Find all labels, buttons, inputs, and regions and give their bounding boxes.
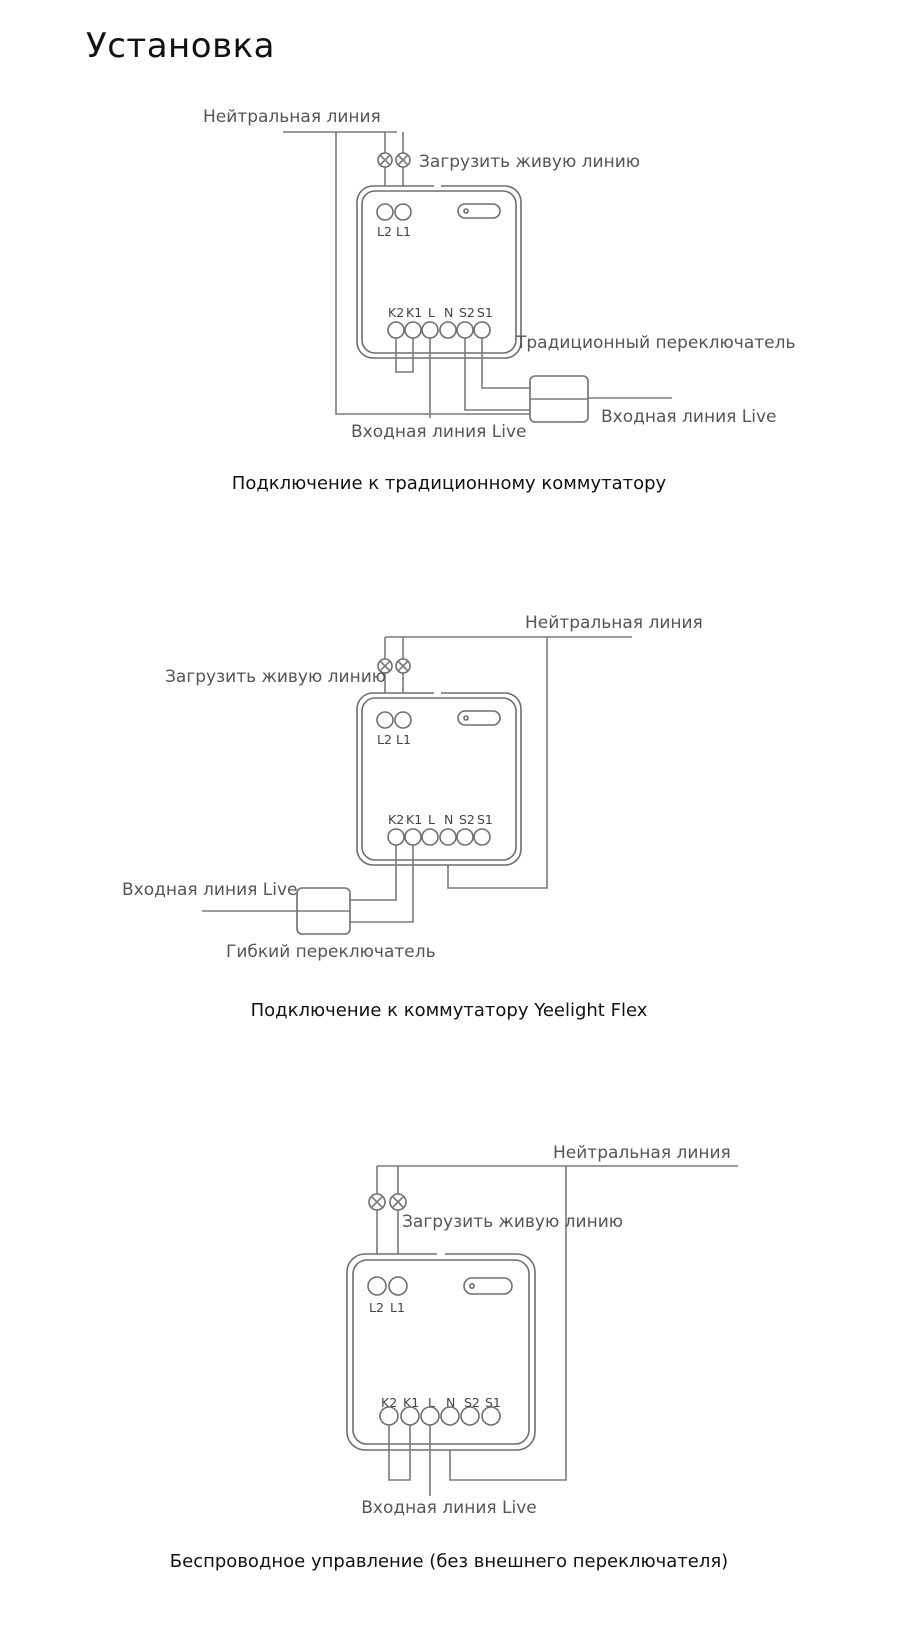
traditional-switch-label: Традиционный переключатель xyxy=(515,333,796,353)
terminal-label-k1: K1 xyxy=(406,305,422,320)
terminal-label-s1: S1 xyxy=(485,1395,501,1410)
k1-wire xyxy=(350,844,414,923)
switch-live-label: Входная линия Live xyxy=(601,407,776,427)
terminal-label-l: L xyxy=(428,812,435,827)
page-title: Установка xyxy=(86,26,275,66)
terminal-label-n: N xyxy=(444,305,453,320)
terminal-label-l2: L2 xyxy=(369,1300,384,1315)
diagram-flex-switch: L2 L1 K2 K1 L N S2 S1 Нейтральная линия … xyxy=(0,600,898,970)
wiring-diagram-1: L2 L1 K2 K1 L N S2 S1 Нейтральная линия xyxy=(203,107,796,442)
terminal-l2 xyxy=(376,203,394,221)
live-in-label-3: Входная линия Live xyxy=(361,1498,537,1518)
k2-k1-bridge xyxy=(388,1425,411,1481)
terminal-label-l1: L1 xyxy=(390,1300,405,1315)
terminal-label-l: L xyxy=(428,305,435,320)
terminal-label-k2: K2 xyxy=(388,305,404,320)
flex-switch-label: Гибкий переключатель xyxy=(226,942,436,962)
terminal-label-l1: L1 xyxy=(396,732,411,747)
terminal-label-n: N xyxy=(446,1395,455,1410)
live-in-label: Входная линия Live xyxy=(351,422,526,442)
wiring-diagram-2: L2 L1 K2 K1 L N S2 S1 Нейтральная линия … xyxy=(122,613,703,962)
s1-wire xyxy=(481,338,530,389)
s2-wire xyxy=(464,338,530,411)
terminal-label-n: N xyxy=(444,812,453,827)
diagram-traditional-switch: L2 L1 K2 K1 L N S2 S1 Нейтральная линия xyxy=(0,100,898,460)
module-body xyxy=(346,1252,536,1451)
neutral-line-label: Нейтральная линия xyxy=(525,613,703,633)
lamp-icon xyxy=(368,1193,407,1211)
terminal-l2 xyxy=(376,711,394,729)
module-body xyxy=(356,184,522,359)
terminal-label-s2: S2 xyxy=(464,1395,480,1410)
diagram-wireless: L2 L1 K2 K1 L N S2 S1 Нейтральная линия … xyxy=(0,1130,898,1510)
load-live-label: Загрузить живую линию xyxy=(165,667,386,687)
terminal-label-s1: S1 xyxy=(477,305,493,320)
wiring-diagram-3: L2 L1 K2 K1 L N S2 S1 Нейтральная линия … xyxy=(346,1143,738,1496)
terminal-label-s1: S1 xyxy=(477,812,493,827)
terminal-label-k1: K1 xyxy=(403,1395,419,1410)
terminal-l1 xyxy=(394,711,412,729)
terminal-label-l1: L1 xyxy=(396,224,411,239)
terminal-label-s2: S2 xyxy=(459,305,475,320)
terminal-label-k2: K2 xyxy=(388,812,404,827)
neutral-line-label: Нейтральная линия xyxy=(553,1143,731,1163)
k2-wire xyxy=(350,844,397,901)
terminal-l2 xyxy=(367,1276,387,1296)
bottom-terminals xyxy=(387,828,491,846)
live-in-label: Входная линия Live xyxy=(122,880,297,900)
terminal-l1 xyxy=(394,203,412,221)
caption-wireless: Беспроводное управление (без внешнего пе… xyxy=(169,1551,729,1572)
load-live-label: Загрузить живую линию xyxy=(419,152,640,172)
k2-k1-bridge xyxy=(395,338,414,373)
terminal-label-k1: K1 xyxy=(406,812,422,827)
terminal-l1 xyxy=(388,1276,408,1296)
caption-traditional: Подключение к традиционному коммутатору xyxy=(231,473,667,494)
lamp-icon xyxy=(377,152,411,168)
traditional-switch-box xyxy=(529,375,589,423)
terminal-label-k2: K2 xyxy=(381,1395,397,1410)
bottom-terminals xyxy=(379,1406,501,1426)
neutral-line-label: Нейтральная линия xyxy=(203,107,381,127)
terminal-label-s2: S2 xyxy=(459,812,475,827)
bottom-terminals xyxy=(387,321,491,339)
caption-flex: Подключение к коммутатору Yeelight Flex xyxy=(250,1000,648,1021)
module-body xyxy=(356,691,522,866)
terminal-label-l2: L2 xyxy=(377,732,392,747)
flex-switch-box xyxy=(296,887,351,935)
terminal-label-l2: L2 xyxy=(377,224,392,239)
terminal-label-l: L xyxy=(428,1395,435,1410)
lamp-icon xyxy=(377,658,411,674)
neutral-wire xyxy=(385,636,632,889)
load-live-label: Загрузить живую линию xyxy=(402,1212,623,1232)
